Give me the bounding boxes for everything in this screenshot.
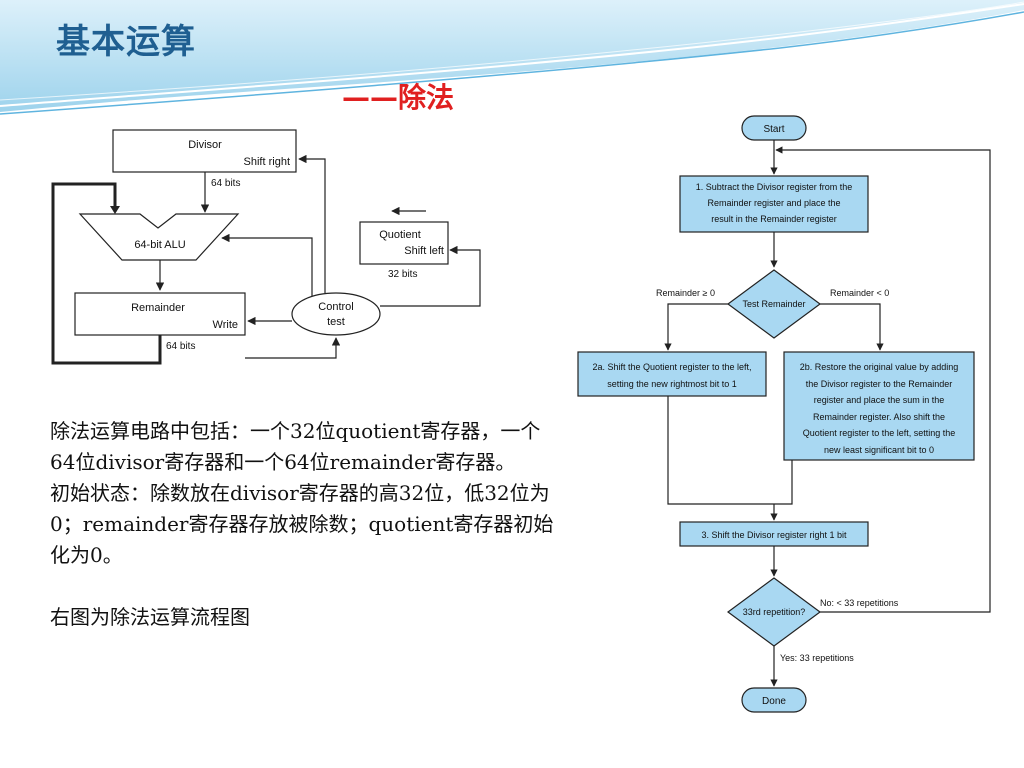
branch-left-label: Remainder ≥ 0 [656,288,715,298]
control-label-line1: Control [318,301,353,313]
quotient-action: Shift left [404,245,444,257]
page-subtitle: ——除法 [342,81,455,114]
step3-box [679,521,869,547]
header-wave-decoration [0,0,1024,115]
divisor-bits: 64 bits [211,178,240,189]
quotient-register-box [359,221,449,265]
step2b-line2: the Divisor register to the Remainder [806,379,953,389]
step2b-line3: register and place the sum in the [814,395,945,405]
remainder-bits: 64 bits [166,341,195,352]
step1-line3: result in the Remainder register [711,214,837,224]
alu-shape [78,213,240,261]
test-remainder-diamond [726,269,822,339]
step2a-box [577,351,767,397]
description-paragraph-2: 初始状态：除数放在divisor寄存器的高32位，低32位为0；remainde… [50,481,554,567]
repetition-label: 33rd repetition? [743,607,806,617]
test-remainder-label: Test Remainder [742,299,805,309]
done-label: Done [762,696,786,707]
remainder-register-box [74,292,246,336]
divisor-action: Shift right [244,156,290,168]
control-label-line2: test [327,316,345,328]
step1-line1: 1. Subtract the Divisor register from th… [696,182,853,192]
divisor-register-box [112,129,297,173]
division-flowchart: Start 1. Subtract the Divisor register f… [577,115,991,713]
step1-box [679,175,869,233]
control-test-ellipse [291,292,381,336]
alu-label: 64-bit ALU [134,239,185,251]
step2b-box [783,351,975,461]
step2b-line6: new least significant bit to 0 [824,445,934,455]
description-text: 除法运算电路中包括：一个32位quotient寄存器，一个64位divisor寄… [50,416,555,633]
quotient-label: Quotient [379,229,421,241]
done-terminal [741,687,807,713]
remainder-action: Write [213,319,238,331]
division-circuit-diagram: Divisor Shift right 64 bits 64-bit ALU R… [51,129,481,365]
description-paragraph-3: 右图为除法运算流程图 [50,605,250,629]
step2a-line2: setting the new rightmost bit to 1 [607,379,737,389]
page-title: 基本运算 [56,22,196,62]
step1-line2: Remainder register and place the [707,198,840,208]
no-branch-label: No: < 33 repetitions [820,598,899,608]
step2b-line4: Remainder register. Also shift the [813,412,945,422]
step2b-line5: Quotient register to the left, setting t… [803,428,956,438]
description-paragraph-1: 除法运算电路中包括：一个32位quotient寄存器，一个64位divisor寄… [50,419,541,474]
branch-right-label: Remainder < 0 [830,288,889,298]
start-label: Start [763,124,784,135]
quotient-bits: 32 bits [388,269,417,280]
step2a-line1: 2a. Shift the Quotient register to the l… [592,362,751,372]
step2b-line1: 2b. Restore the original value by adding [800,362,959,372]
remainder-label: Remainder [131,302,185,314]
divisor-label: Divisor [188,139,222,151]
yes-branch-label: Yes: 33 repetitions [780,653,854,663]
step3-label: 3. Shift the Divisor register right 1 bi… [701,530,847,540]
